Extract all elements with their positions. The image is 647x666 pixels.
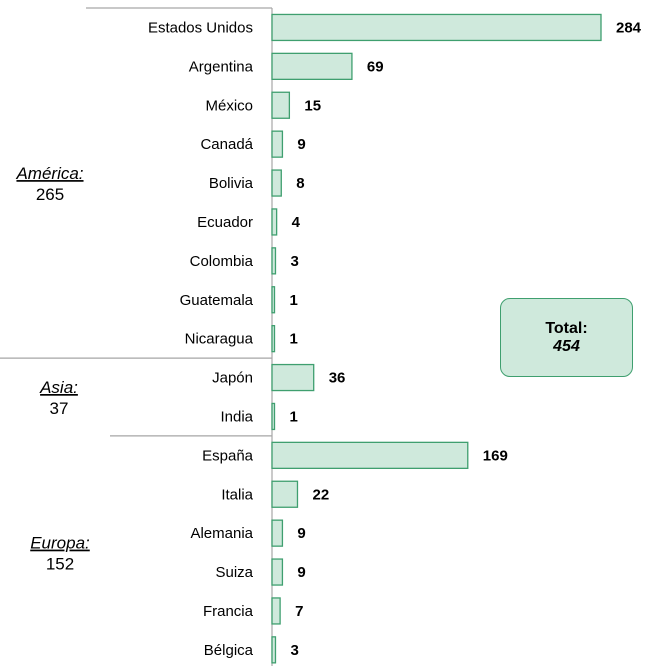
category-label: Bolivia [209, 175, 254, 192]
value-label: 9 [297, 136, 305, 153]
category-label: Bélgica [204, 642, 254, 659]
bar-2 [271, 91, 291, 119]
bar-7 [271, 286, 276, 314]
bar-10 [271, 402, 276, 431]
region-total: 37 [50, 399, 69, 418]
region-total: 152 [46, 555, 74, 574]
category-label: Alemania [190, 525, 253, 542]
value-label: 22 [312, 486, 329, 503]
total-value: 454 [553, 337, 580, 355]
bar-3 [271, 130, 284, 158]
bars [271, 13, 602, 664]
value-label: 8 [296, 175, 304, 192]
total-label: Total: [545, 319, 588, 337]
value-label: 9 [297, 525, 305, 542]
value-label: 3 [290, 642, 298, 659]
value-label: 1 [290, 331, 298, 348]
region-name: Asia: [39, 378, 78, 397]
bar-11 [271, 441, 469, 470]
value-label: 169 [483, 447, 508, 464]
value-label: 4 [292, 214, 301, 231]
bar-5 [271, 208, 278, 236]
category-label: Guatemala [180, 292, 254, 309]
category-label: México [205, 97, 253, 114]
bar-8 [271, 324, 276, 353]
bar-14 [271, 558, 284, 586]
category-label: Argentina [189, 58, 254, 75]
region-name: América: [15, 164, 83, 183]
bar-6 [271, 247, 277, 275]
bar-15 [271, 597, 281, 625]
category-label: Colombia [190, 253, 254, 270]
bar-9 [271, 363, 315, 392]
category-label: Canadá [200, 136, 253, 153]
bar-13 [271, 519, 284, 547]
category-label: Italia [221, 486, 253, 503]
category-label: Japón [212, 370, 253, 387]
value-label: 1 [290, 408, 298, 425]
bar-4 [271, 169, 282, 197]
category-label: España [202, 447, 254, 464]
region-name: Europa: [30, 534, 90, 553]
bar-16 [271, 636, 277, 664]
bar-1 [271, 52, 353, 80]
category-label: Francia [203, 603, 254, 620]
value-label: 36 [329, 370, 346, 387]
bar-12 [271, 480, 299, 508]
value-label: 9 [297, 564, 305, 581]
category-label: Estados Unidos [148, 19, 253, 36]
category-label: Ecuador [197, 214, 253, 231]
category-labels: Estados UnidosArgentinaMéxicoCanadáBoliv… [148, 19, 254, 658]
value-label: 3 [290, 253, 298, 270]
category-label: Nicaragua [185, 331, 254, 348]
bar-0 [271, 13, 602, 42]
group-separators [0, 7, 272, 437]
value-label: 7 [295, 603, 303, 620]
category-label: India [220, 408, 253, 425]
value-label: 284 [616, 19, 642, 36]
value-label: 15 [304, 97, 321, 114]
region-total: 265 [36, 185, 64, 204]
value-labels: 284 69 15 9 8 4 3 1 1 36 1 169 22 9 9 7 3 [290, 19, 642, 658]
total-box: Total: 454 [500, 298, 633, 377]
value-label: 69 [367, 58, 384, 75]
category-label: Suiza [215, 564, 253, 581]
value-label: 1 [290, 292, 298, 309]
